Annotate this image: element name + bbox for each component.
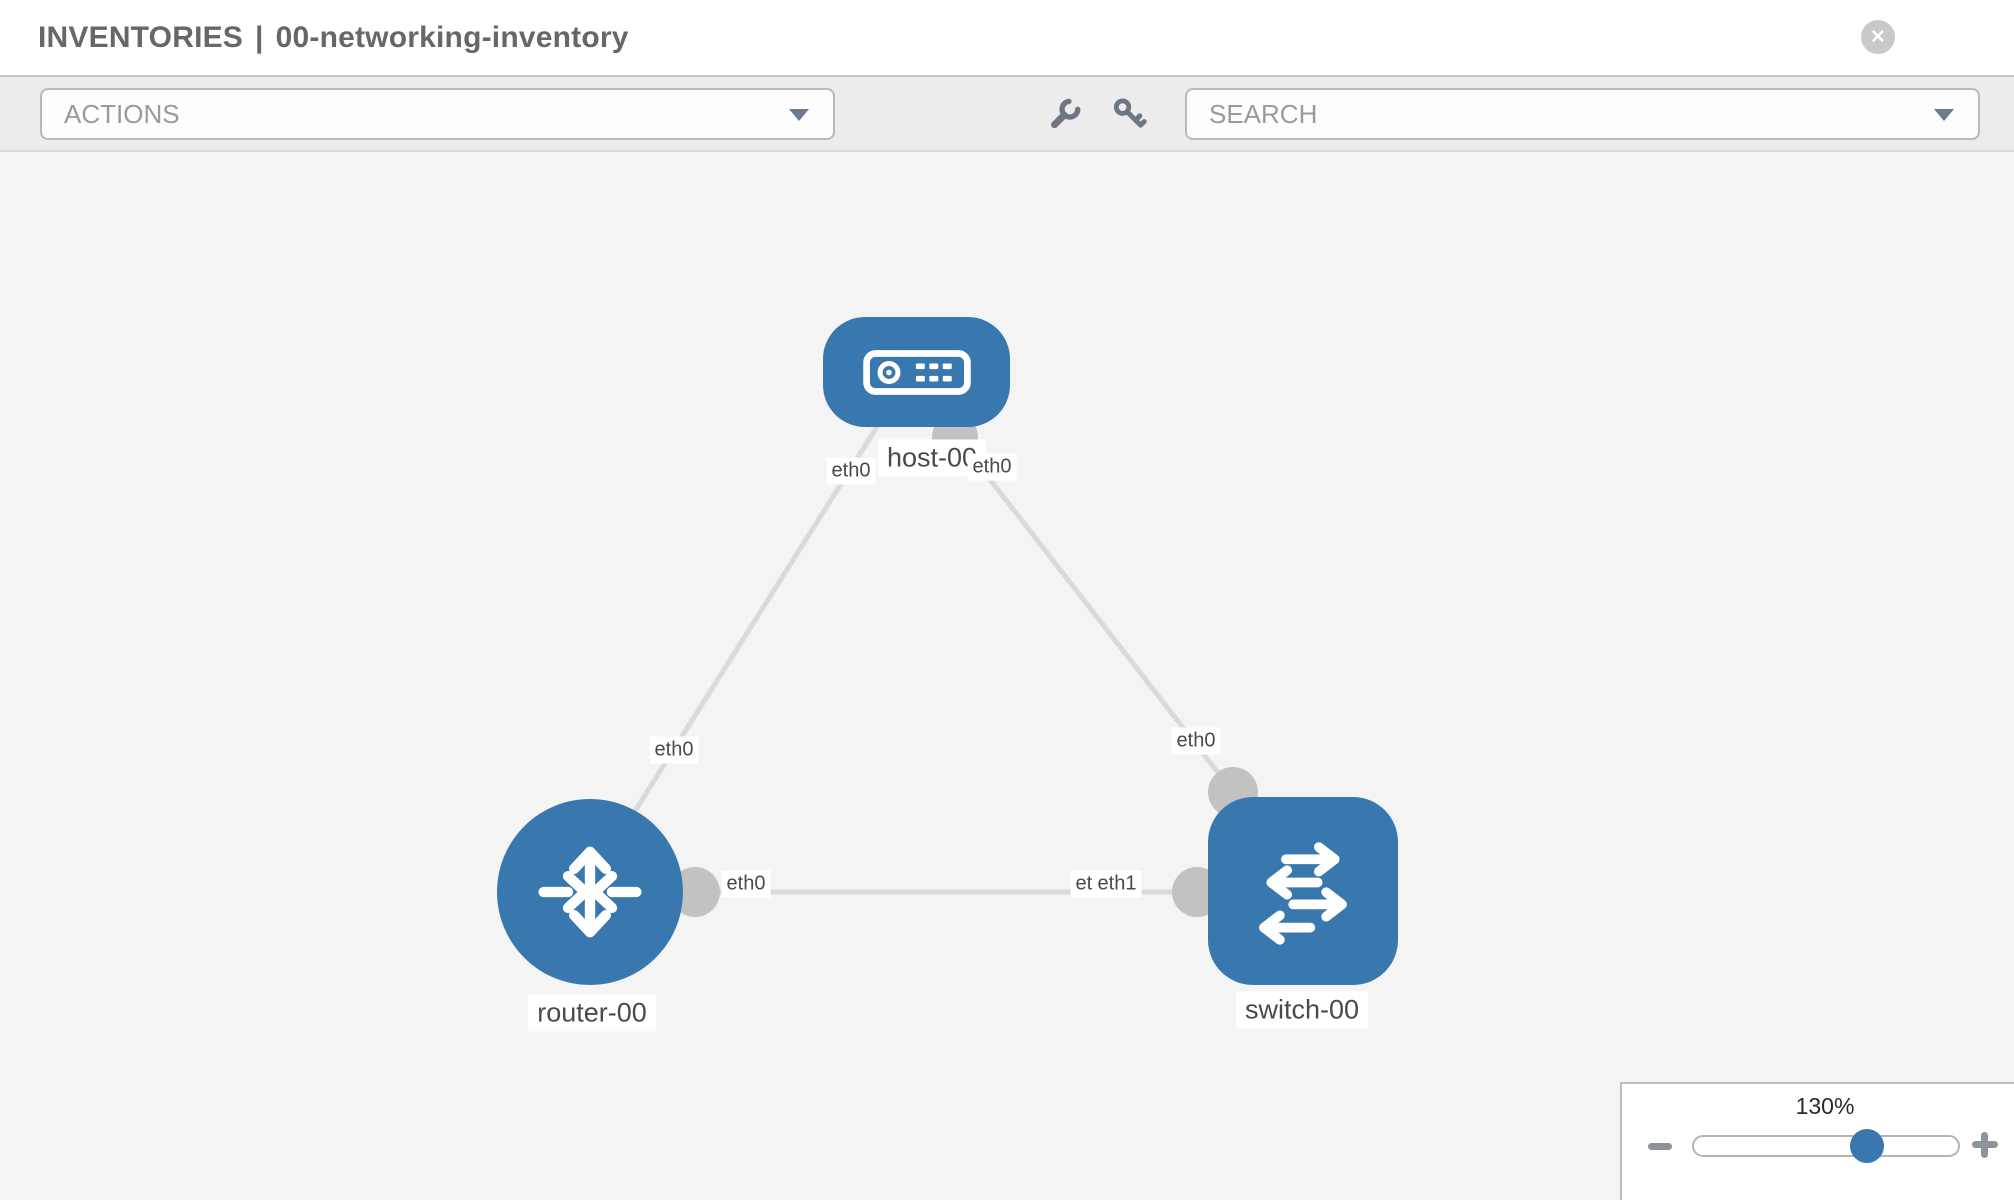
port-label: eth1 (1092, 870, 1142, 898)
node-host-00[interactable] (823, 317, 1010, 427)
actions-dropdown-label: ACTIONS (64, 98, 180, 129)
zoom-in-button[interactable] (1968, 1128, 2002, 1162)
credentials-button[interactable] (1104, 90, 1154, 140)
chevron-down-icon (789, 109, 809, 121)
search-dropdown[interactable]: SEARCH (1185, 88, 1980, 140)
tools-button[interactable] (1040, 90, 1090, 140)
router-icon (529, 831, 651, 953)
zoom-panel: 130% (1620, 1082, 2014, 1200)
port-label: eth0 (721, 870, 771, 898)
node-router-00[interactable] (497, 799, 683, 985)
chevron-down-icon (1934, 109, 1954, 121)
zoom-slider[interactable] (1692, 1129, 1960, 1163)
port-label: eth0 (1171, 727, 1221, 755)
port-label: eth0 (649, 736, 699, 764)
page-title: INVENTORIES | 00-networking-inventory (38, 0, 629, 75)
close-icon: ✕ (1870, 26, 1886, 48)
page-title-section: INVENTORIES (38, 20, 244, 54)
topology-canvas[interactable]: 130% eth0host-00eth0eth0eth0eth0eth1eth1… (0, 152, 2014, 1200)
page-title-separator: | (255, 20, 264, 54)
zoom-level: 130% (1795, 1093, 1855, 1119)
switch-icon (1242, 830, 1364, 952)
port-label: eth0 (826, 457, 876, 485)
node-label: router-00 (528, 994, 656, 1032)
search-placeholder: SEARCH (1209, 98, 1318, 129)
host-icon (861, 341, 973, 404)
zoom-slider-thumb[interactable] (1850, 1129, 1884, 1163)
links-layer (625, 414, 1258, 917)
actions-dropdown[interactable]: ACTIONS (40, 88, 835, 140)
close-button[interactable]: ✕ (1861, 20, 1895, 54)
key-icon (1111, 95, 1148, 135)
header: INVENTORIES | 00-networking-inventory ✕ (0, 0, 2014, 75)
page-title-inventory-name: 00-networking-inventory (275, 20, 629, 54)
node-switch-00[interactable] (1208, 797, 1398, 985)
node-label: switch-00 (1235, 991, 1369, 1029)
wrench-icon (1047, 95, 1084, 135)
interface-port-circle (670, 867, 720, 917)
zoom-out-button[interactable] (1646, 1132, 1674, 1160)
toolbar: ACTIONS (0, 75, 2014, 152)
port-label: eth0 (967, 453, 1017, 481)
